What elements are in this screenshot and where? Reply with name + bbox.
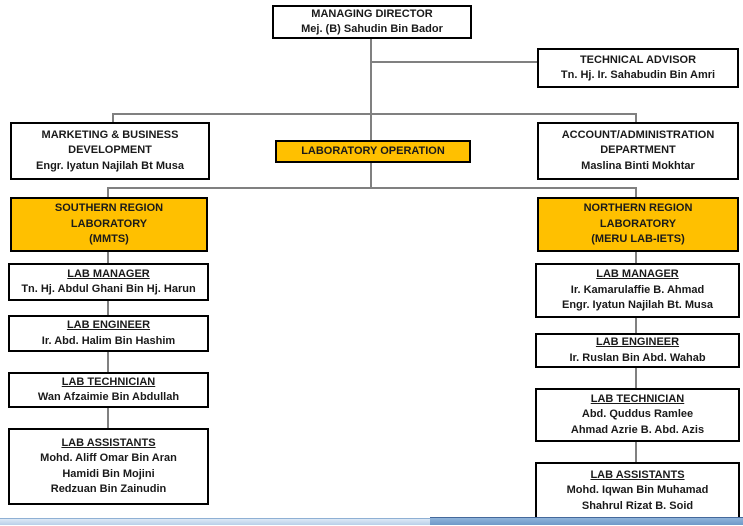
- box-title: TECHNICAL ADVISOR: [579, 53, 697, 66]
- box-role: LAB ENGINEER: [66, 319, 151, 332]
- org-box-marketing-business-development: MARKETING & BUSINESS DEVELOPMENT Engr. I…: [10, 122, 210, 180]
- box-person: Wan Afzaimie Bin Abdullah: [37, 391, 180, 403]
- window-bottom-bar-left: [0, 518, 430, 525]
- box-person: Shahrul Rizat B. Soid: [581, 499, 694, 512]
- org-box-managing-director: MANAGING DIRECTOR Mej. (B) Sahudin Bin B…: [272, 5, 472, 39]
- box-title: LABORATORY: [599, 217, 677, 230]
- box-person: Mej. (B) Sahudin Bin Bador: [301, 23, 443, 35]
- connector-level2-horizontal: [112, 113, 637, 115]
- box-person: Abd. Quddus Ramlee: [581, 408, 694, 421]
- box-person: Mohd. Aliff Omar Bin Aran: [40, 452, 177, 465]
- connector-south-2: [107, 301, 109, 315]
- connector-stub-marketing: [112, 113, 114, 122]
- box-title: (MERU LAB-IETS): [591, 233, 685, 246]
- box-title: NORTHERN REGION: [583, 202, 693, 215]
- connector-labop-down: [370, 163, 372, 189]
- box-person: Engr. Iyatun Najilah Bt Musa: [36, 159, 184, 172]
- org-box-north-lab-assistants: LAB ASSISTANTS Mohd. Iqwan Bin Muhamad S…: [535, 462, 740, 520]
- box-role: LAB TECHNICIAN: [61, 375, 156, 388]
- box-person: Tn. Hj. Ir. Sahabudin Bin Amri: [560, 69, 716, 81]
- connector-level3-horizontal: [107, 187, 637, 189]
- box-title: MARKETING & BUSINESS: [41, 128, 179, 141]
- org-box-north-lab-engineer: LAB ENGINEER Ir. Ruslan Bin Abd. Wahab: [535, 333, 740, 368]
- box-title: LABORATORY OPERATION: [301, 144, 445, 157]
- connector-stub-southern: [107, 187, 109, 197]
- org-box-northern-region-laboratory: NORTHERN REGION LABORATORY (MERU LAB-IET…: [537, 197, 739, 252]
- box-title: DEVELOPMENT: [68, 144, 152, 157]
- box-title: MANAGING DIRECTOR: [311, 7, 433, 20]
- connector-south-1: [107, 252, 109, 263]
- org-box-laboratory-operation: LABORATORY OPERATION: [275, 140, 471, 163]
- box-title: SOUTHERN REGION: [54, 202, 164, 215]
- connector-stub-northern: [635, 187, 637, 197]
- box-person: Mohd. Iqwan Bin Muhamad: [566, 484, 709, 497]
- box-person: Ir. Abd. Halim Bin Hashim: [41, 334, 176, 347]
- box-title: LABORATORY: [70, 217, 148, 230]
- box-person: Maslina Binti Mokhtar: [581, 159, 695, 172]
- org-box-north-lab-technician: LAB TECHNICIAN Abd. Quddus Ramlee Ahmad …: [535, 388, 740, 442]
- org-box-south-lab-engineer: LAB ENGINEER Ir. Abd. Halim Bin Hashim: [8, 315, 209, 352]
- org-box-south-lab-assistants: LAB ASSISTANTS Mohd. Aliff Omar Bin Aran…: [8, 428, 209, 505]
- box-role: LAB TECHNICIAN: [590, 392, 685, 405]
- box-title: (MMTS): [89, 233, 129, 246]
- box-title: DEPARTMENT: [600, 144, 676, 157]
- connector-stub-account: [635, 113, 637, 122]
- connector-south-4: [107, 408, 109, 428]
- org-box-south-lab-technician: LAB TECHNICIAN Wan Afzaimie Bin Abdullah: [8, 372, 209, 408]
- box-role: LAB ENGINEER: [595, 336, 680, 349]
- connector-md-down: [370, 38, 372, 140]
- org-box-account-administration: ACCOUNT/ADMINISTRATION DEPARTMENT Maslin…: [537, 122, 739, 180]
- box-person: Ahmad Azrie B. Abd. Azis: [570, 423, 705, 436]
- box-person: Redzuan Bin Zainudin: [50, 482, 167, 495]
- box-person: Engr. Iyatun Najilah Bt. Musa: [562, 299, 713, 312]
- box-role: LAB ASSISTANTS: [61, 436, 156, 449]
- connector-north-3: [635, 368, 637, 388]
- connector-to-technical-advisor: [370, 61, 537, 63]
- window-bottom-bar-right[interactable]: [430, 517, 743, 525]
- box-person: Ir. Kamarulaffie B. Ahmad: [570, 283, 705, 296]
- connector-south-3: [107, 352, 109, 372]
- org-box-north-lab-manager: LAB MANAGER Ir. Kamarulaffie B. Ahmad En…: [535, 263, 740, 318]
- box-title: ACCOUNT/ADMINISTRATION: [561, 128, 715, 141]
- box-person: Tn. Hj. Abdul Ghani Bin Hj. Harun: [21, 283, 196, 295]
- connector-north-4: [635, 442, 637, 462]
- box-role: LAB ASSISTANTS: [590, 468, 685, 481]
- org-box-southern-region-laboratory: SOUTHERN REGION LABORATORY (MMTS): [10, 197, 208, 252]
- connector-north-1: [635, 252, 637, 263]
- org-box-technical-advisor: TECHNICAL ADVISOR Tn. Hj. Ir. Sahabudin …: [537, 48, 739, 88]
- org-box-south-lab-manager: LAB MANAGER Tn. Hj. Abdul Ghani Bin Hj. …: [8, 263, 209, 301]
- connector-north-2: [635, 318, 637, 333]
- box-person: Ir. Ruslan Bin Abd. Wahab: [569, 351, 706, 364]
- box-role: LAB MANAGER: [596, 268, 679, 281]
- box-person: Hamidi Bin Mojini: [62, 467, 155, 480]
- box-role: LAB MANAGER: [67, 267, 150, 280]
